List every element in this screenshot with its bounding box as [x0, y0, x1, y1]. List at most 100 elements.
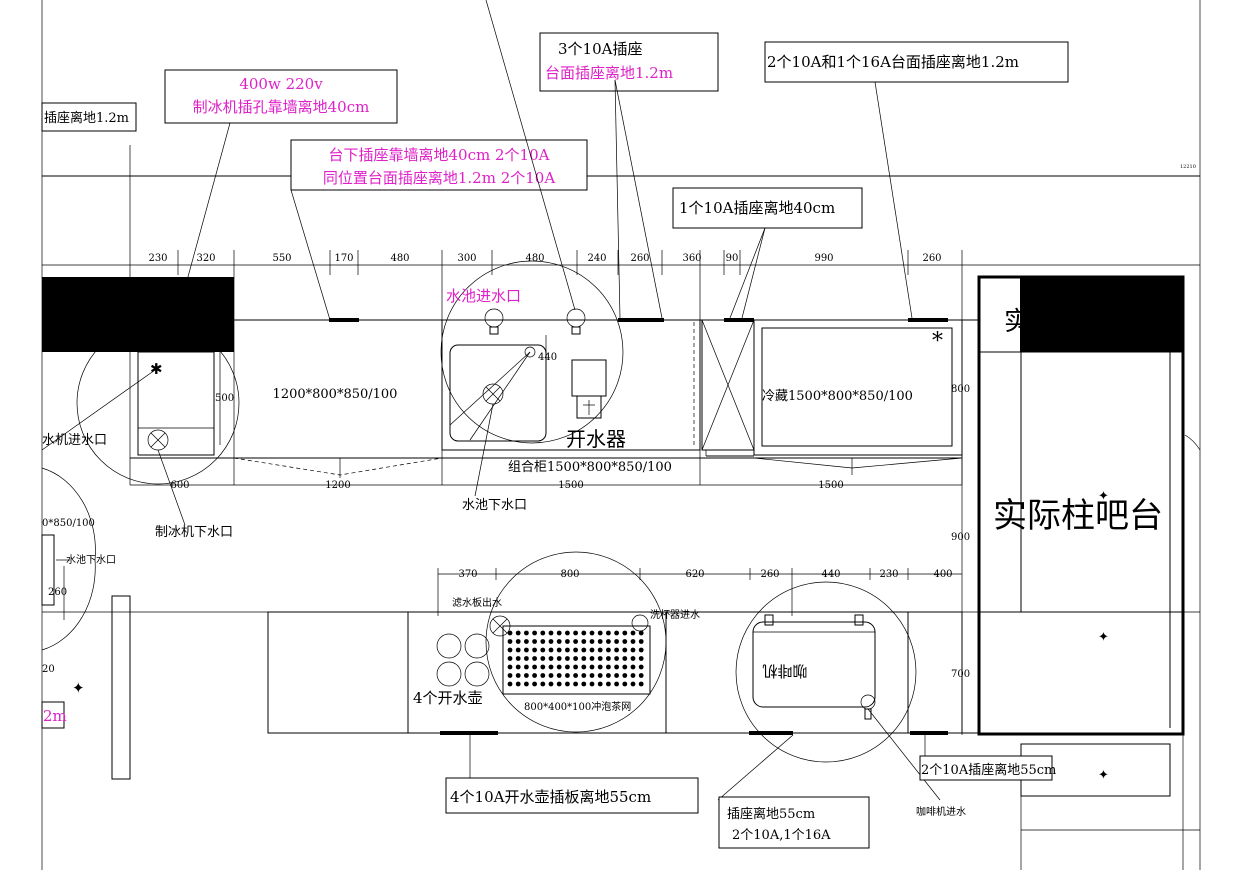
tea-grid-dot [532, 656, 537, 661]
tea-grid-dot [540, 630, 546, 636]
tea-grid-dot [573, 630, 578, 636]
tea-grid-dot [540, 656, 546, 661]
dim-700: 700 [951, 669, 970, 680]
dim-lower-400: 400 [933, 569, 952, 580]
tea-grid-dot [565, 664, 570, 670]
fridge-outer [753, 319, 963, 456]
dim-mid-600: 600 [170, 480, 189, 491]
dim-mid-1500b: 1500 [818, 480, 843, 491]
tea-grid-dot [565, 630, 570, 636]
label-water-boiler: 开水器 [566, 427, 626, 451]
tea-grid-dot [622, 639, 628, 644]
leader-one-socket-b [741, 227, 766, 319]
dim-top-90: 90 [726, 253, 739, 264]
label-ice-inlet: 水机进水口 [42, 433, 107, 448]
tea-grid-dot [524, 681, 529, 687]
tea-grid-dot [630, 681, 636, 687]
callout-ice-power-2: 制冰机插孔靠墙离地40cm [193, 98, 370, 116]
tea-grid-dot [515, 630, 521, 636]
tea-grid-dot [597, 664, 603, 670]
callout-under-counter-1: 台下插座靠墙离地40cm 2个10A [329, 146, 550, 164]
tea-grid-dot [606, 656, 611, 661]
tea-grid-dot [606, 630, 611, 636]
dim-lower-370: 370 [458, 569, 477, 580]
tea-grid-dot [540, 639, 546, 644]
label-cup-washer: 洗杯器进水 [650, 608, 700, 621]
dim-260-left: 260 [48, 587, 67, 598]
tea-grid-dot [622, 673, 628, 678]
bar-mark-1: ✦ [1098, 489, 1109, 504]
dim-top-170: 170 [334, 253, 353, 264]
dim-top-230: 230 [148, 253, 167, 264]
label-sink-inlet: 水池进水口 [446, 287, 521, 305]
callout-coffee-sockets: 2个10A插座离地55cm [921, 762, 1056, 778]
tea-grid-dot [614, 664, 619, 670]
callout-box-right-sockets [764, 41, 1069, 83]
label-bar-partial: 实 [1004, 307, 1030, 337]
tea-grid-dot [573, 673, 578, 678]
tea-grid-dot [548, 664, 554, 670]
kettle-3 [436, 661, 462, 687]
callout-box-socket55 [718, 796, 870, 849]
tea-grid-dot [581, 664, 587, 670]
fridge-door-swing [753, 457, 963, 469]
label-bar-counter: 实际柱吧台 [993, 496, 1163, 536]
label-kettles: 4个开水壶 [413, 689, 483, 707]
tea-grid-dot [573, 664, 578, 670]
tea-grid-dot [589, 639, 595, 644]
tea-grid-dot [606, 664, 611, 670]
tea-grid-dot [524, 673, 529, 678]
tea-grid-dot [540, 673, 546, 678]
label-sink-drain: 水池下水口 [462, 498, 527, 513]
tea-grid-dot [548, 630, 554, 636]
tea-grid-dot [565, 656, 570, 661]
tea-grid-dot [597, 639, 603, 644]
left-asterisk-mark: ✦ [72, 679, 85, 697]
tea-grid-dot [548, 673, 554, 678]
tea-grid-dot [515, 673, 521, 678]
dim-top-990: 990 [814, 253, 833, 264]
tea-grid-dot [532, 664, 537, 670]
leader-under-counter-a [290, 189, 331, 321]
tea-grid-dot [507, 664, 513, 670]
tea-grid-dot [614, 673, 619, 678]
left-column-stub [111, 595, 131, 780]
tea-grid-dot [573, 639, 578, 644]
tea-grid-dot [515, 647, 521, 653]
tea-grid-dot [597, 673, 603, 678]
leader-ice-power [167, 122, 231, 351]
tea-grid-dot [589, 664, 595, 670]
tea-grid-dot [638, 656, 644, 661]
leader-ice-drain [157, 449, 186, 526]
dim-top-300: 300 [457, 253, 476, 264]
left-partial-sink [41, 534, 55, 606]
tea-grid-dot [606, 673, 611, 678]
sink-circle [440, 260, 624, 444]
dim-20-left: 20 [42, 664, 55, 675]
callout-box-kettle-sockets [445, 777, 699, 814]
callout-three-sockets-2: 台面插座离地1.2m [545, 64, 673, 82]
tea-grid-dot [556, 630, 562, 636]
tea-grid-dot [622, 664, 628, 670]
tea-grid-dot [556, 639, 562, 644]
tea-grid-dot [540, 681, 546, 687]
dim-top-550: 550 [272, 253, 291, 264]
label-left-cabinet-partial: 0*850/100 [42, 518, 95, 529]
sink-inlet-symbol-a [484, 308, 504, 328]
label-combo-cabinet: 组合柜1500*800*850/100 [508, 460, 672, 475]
leader-sink-inlet [485, 0, 576, 311]
tea-grid-dot [565, 647, 570, 653]
callout-left-bottom-partial: 2m [43, 707, 67, 725]
tea-grid-dot [565, 673, 570, 678]
cabinet-1200-door-swing [233, 457, 443, 476]
tea-grid-dot [507, 639, 513, 644]
tea-grid-dot [581, 681, 587, 687]
water-boiler-body [571, 359, 607, 397]
tea-grid-dot [622, 681, 628, 687]
tea-grid-dot [581, 647, 587, 653]
leader-three-sockets-a [614, 79, 621, 319]
tea-grid-dot [630, 664, 636, 670]
tea-grid-dot [581, 639, 587, 644]
label-left-sink-drain: 水池下水口 [66, 553, 116, 566]
coffee-machine-body [752, 621, 876, 708]
